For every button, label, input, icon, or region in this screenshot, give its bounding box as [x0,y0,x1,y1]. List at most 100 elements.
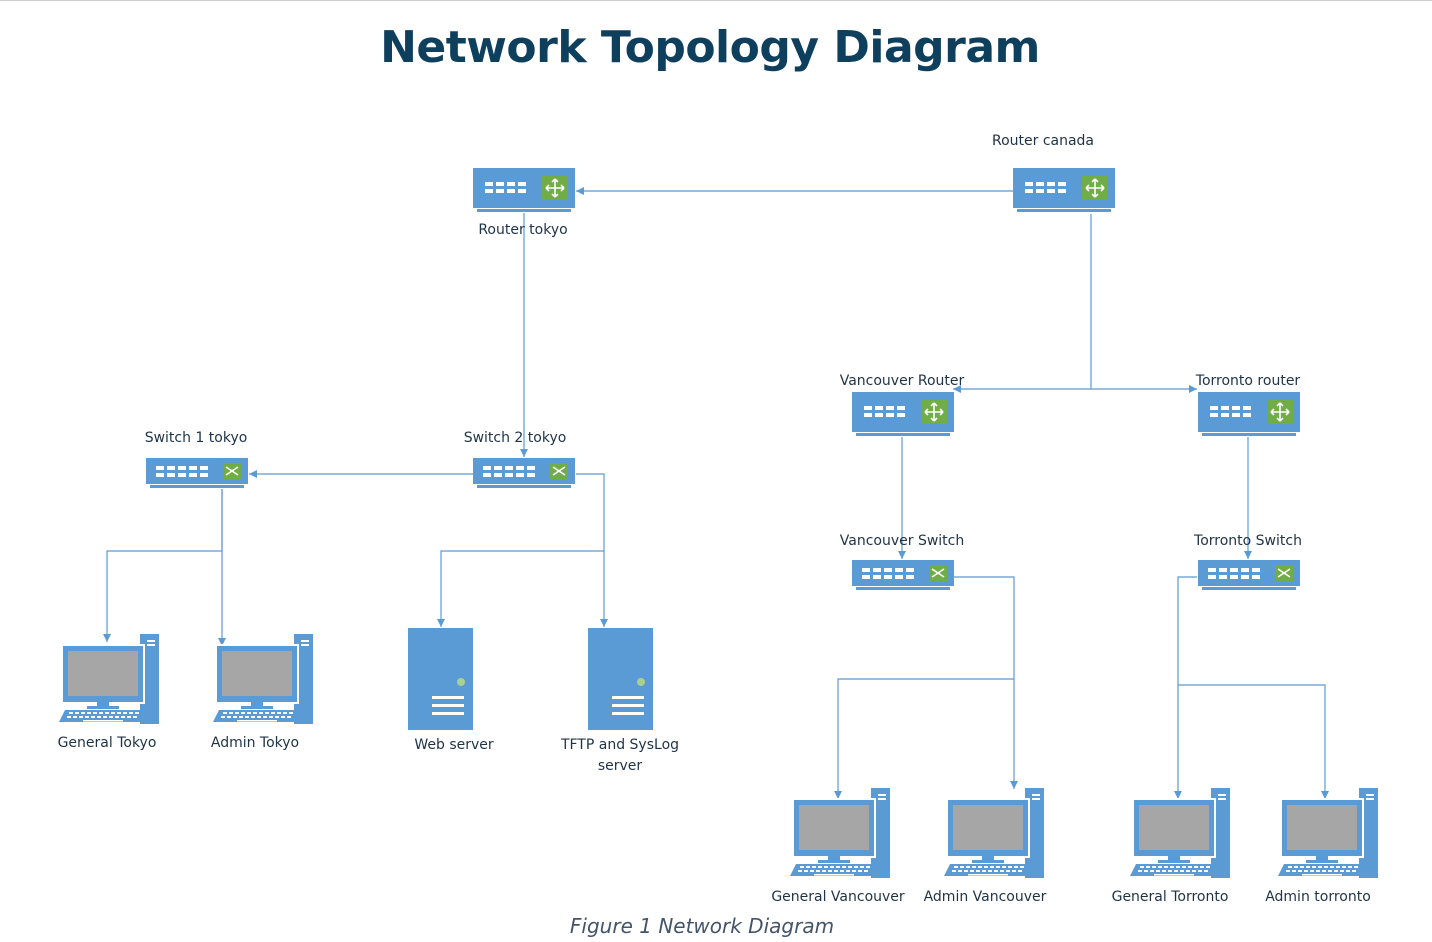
keyboard-key [1144,870,1148,872]
keyboard-key [972,866,976,868]
link-router-canada-to-vancouver-router [953,214,1092,393]
keyboard-key [1162,870,1166,872]
router-canada-node [1013,168,1115,212]
pc-stand-base [1306,860,1338,863]
port-icon [864,406,872,410]
port-icon [884,568,892,572]
port-icon [189,466,197,470]
port-icon [1058,189,1066,193]
web-server-label: Web server [414,737,494,753]
keyboard-key [1342,866,1346,868]
keyboard-key [135,712,139,714]
keyboard-key [1200,866,1204,868]
port-icon [1219,575,1227,579]
port-icon [873,575,881,579]
port-icon [1241,568,1249,572]
keyboard-spacebar [237,720,277,722]
server-vent [612,712,644,715]
keyboard-key [99,712,103,714]
keyboard-spacebar [968,874,1008,876]
keyboard-key [818,866,822,868]
port-icon [527,473,535,477]
top-divider [0,0,1432,1]
server-vent [612,696,644,699]
router-arrows-glyph [924,402,944,422]
admin-tokyo-label: Admin Tokyo [211,735,299,751]
keyboard-key [816,870,820,872]
keyboard-key [964,870,968,872]
keyboard-key [253,712,257,714]
vancouver-switch-label: Vancouver Switch [840,533,964,549]
switch-cross-glyph [1277,568,1291,578]
keyboard-key [1180,870,1184,872]
keyboard-key [966,866,970,868]
port-icon [1252,575,1260,579]
link-torronto-switch-to-admin-torronto [1178,684,1329,799]
keyboard-key [978,866,982,868]
switch1-tokyo-label: Switch 1 tokyo [145,430,248,446]
general-torronto-node [1130,788,1230,878]
port-icon [518,189,526,193]
keyboard-key [105,712,109,714]
keyboard-key [1150,870,1154,872]
admin-torronto-node [1278,788,1378,878]
keyboard-key [960,866,964,868]
keyboard-key [1156,870,1160,872]
keyboard-key [235,712,239,714]
keyboard-key [864,870,868,872]
keyboard-key [67,716,71,718]
port-icon [1025,182,1033,186]
port-icon [1210,413,1218,417]
port-icon [1252,568,1260,572]
keyboard-key [227,716,231,718]
pc-stand-base [87,706,119,709]
keyboard-key [1336,866,1340,868]
keyboard-key [233,716,237,718]
port-icon [895,575,903,579]
pc-screen [1139,805,1209,850]
server-led [637,678,645,686]
keyboard-key [1174,870,1178,872]
port-icon [507,189,515,193]
pc-stand [251,702,263,708]
torronto-router-label: Torronto router [1195,373,1301,389]
port-icon [516,466,524,470]
port-icon [873,568,881,572]
router-base [856,433,950,436]
keyboard-key [1192,870,1196,872]
port-icon [1047,189,1055,193]
keyboard-key [85,716,89,718]
link-torronto-switch-to-general-torronto [1174,576,1197,799]
pc-stand [828,856,840,862]
connection-lines [103,187,1329,799]
torronto-router-node [1198,392,1300,436]
keyboard-key [111,712,115,714]
keyboard-key [1340,870,1344,872]
keyboard-key [283,712,287,714]
keyboard-key [93,712,97,714]
keyboard-key [1330,866,1334,868]
keyboard-key [990,866,994,868]
port-icon [875,406,883,410]
keyboard-key [1316,870,1320,872]
keyboard-key [1138,870,1142,872]
keyboard-key [1000,870,1004,872]
keyboard-key [129,712,133,714]
port-icon [1036,182,1044,186]
pc-tower-slot [1032,798,1040,800]
port-icon [862,568,870,572]
keyboard-key [239,716,243,718]
port-icon [518,182,526,186]
keyboard-key [117,712,121,714]
keyboard-key [836,866,840,868]
torronto-switch-node [1198,560,1300,590]
keyboard-key [1352,870,1356,872]
keyboard-key [994,870,998,872]
server-led [457,678,465,686]
keyboard-key [277,712,281,714]
switch1-tokyo-node [146,458,248,488]
keyboard-key [1014,866,1018,868]
pc-tower-slot [1366,794,1374,796]
keyboard-key [269,716,273,718]
keyboard-key [1198,870,1202,872]
